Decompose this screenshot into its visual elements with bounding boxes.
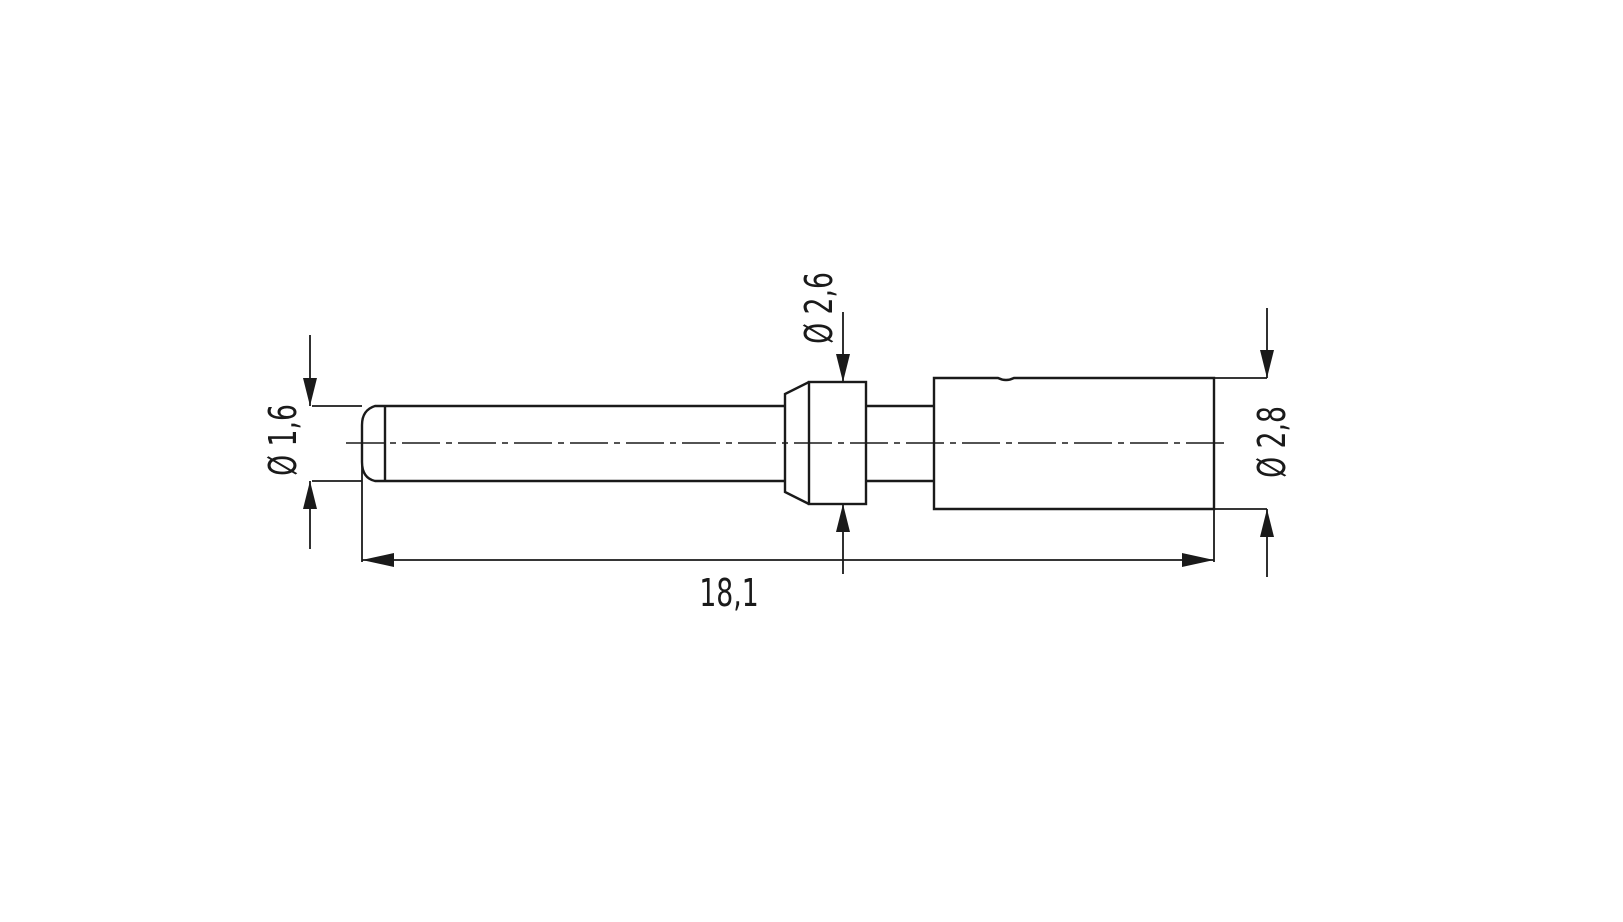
overall-length-label: 18,1: [699, 571, 758, 616]
dimension-collar-diameter: Ø 2,6: [797, 272, 850, 574]
collar: [807, 380, 868, 506]
collar-chamfer: [783, 380, 810, 506]
dimension-tip-diameter: Ø 1,6: [261, 335, 362, 549]
crimp-body: [932, 376, 1216, 511]
pin-tip: [360, 404, 385, 483]
pin-outline: [360, 376, 1216, 511]
pin-shaft: [385, 404, 785, 483]
tip-diameter-label: Ø 1,6: [261, 404, 306, 476]
body-diameter-label: Ø 2,8: [1250, 406, 1295, 478]
neck: [866, 404, 934, 483]
dimension-body-diameter: Ø 2,8: [1214, 308, 1295, 577]
dimension-overall-length: 18,1: [361, 462, 1215, 616]
collar-diameter-label: Ø 2,6: [797, 272, 842, 344]
